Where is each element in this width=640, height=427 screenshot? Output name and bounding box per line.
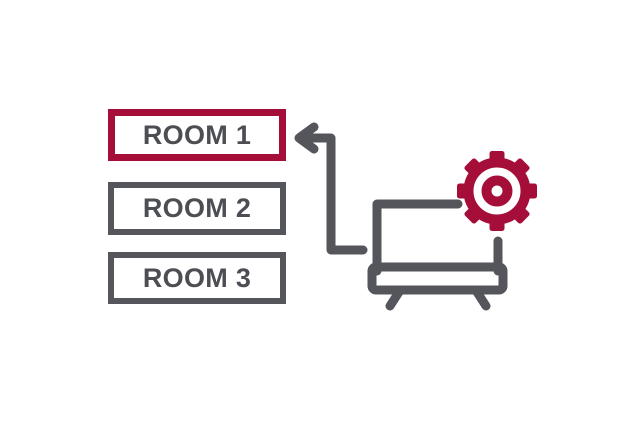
gear-icon[interactable] (452, 151, 548, 242)
gear-teeth (457, 151, 537, 231)
television-screen-frame-left (372, 199, 463, 276)
elbow-arrow-head (294, 122, 319, 154)
room-item-1-label: ROOM 1 (142, 119, 252, 150)
room-item-3-label: ROOM 3 (142, 262, 252, 293)
television-leg-left (385, 287, 404, 311)
elbow-arrow-shaft (298, 133, 368, 255)
gear-tooth-group (457, 151, 537, 231)
television-leg-right (472, 287, 491, 311)
gear-hub (481, 175, 513, 207)
elbow-arrow-left-icon (294, 122, 368, 255)
television-base-bar (367, 262, 508, 295)
room-item-3[interactable]: ROOM 3 (108, 252, 286, 304)
television-icon (367, 199, 508, 311)
room-item-1[interactable]: ROOM 1 (108, 109, 286, 161)
room-item-2[interactable]: ROOM 2 (108, 182, 286, 235)
room-item-2-label: ROOM 2 (142, 193, 252, 223)
